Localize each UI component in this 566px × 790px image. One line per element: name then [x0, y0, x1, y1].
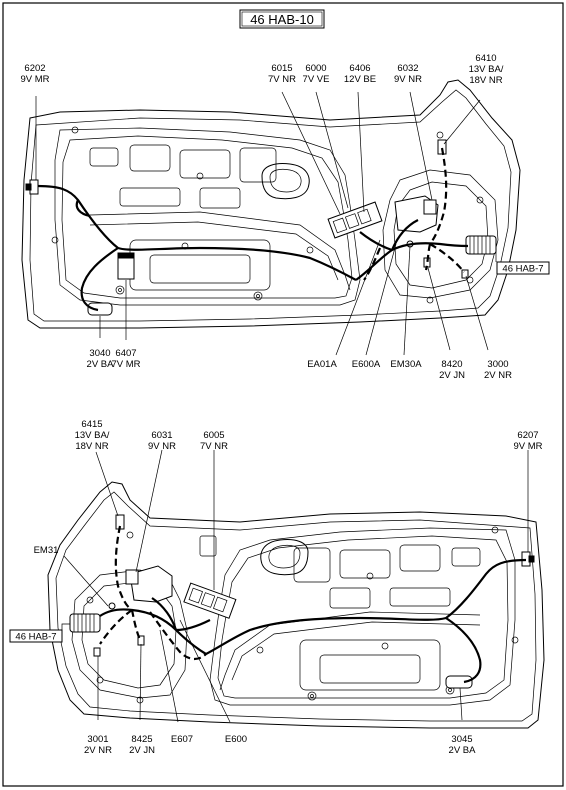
callout-6415-desc2: 18V NR	[75, 441, 108, 452]
label-e600a: E600A	[352, 359, 381, 370]
label-e607: E607	[171, 734, 193, 745]
label-em30a: EM30A	[390, 359, 422, 370]
callout-6406-desc: 12V BE	[344, 74, 376, 85]
callout-6031-desc: 9V NR	[148, 441, 176, 452]
callout-6015-desc: 7V NR	[268, 74, 296, 85]
callout-6415-code: 6415	[81, 419, 102, 430]
top-door-drawing	[21, 79, 521, 329]
bottom-harness	[99, 558, 527, 684]
callout-6032-code: 6032	[397, 63, 418, 74]
callout-6032-desc: 9V NR	[394, 74, 422, 85]
bottom-harness-hidden	[99, 525, 207, 661]
callout-8425-desc: 2V JN	[129, 745, 155, 756]
top-reference-box: 46 HAB-7	[495, 246, 550, 275]
diagram-title: 46 HAB-10	[250, 12, 314, 27]
bottom-grommet	[69, 613, 101, 633]
callout-6410-desc: 13V BA/	[469, 64, 504, 75]
callout-3001-desc: 2V NR	[84, 745, 112, 756]
bottom-leaders	[63, 449, 529, 723]
callout-6406-code: 6406	[349, 63, 370, 74]
callout-3001-code: 3001	[87, 734, 108, 745]
title-box: 46 HAB-10	[239, 9, 325, 29]
top-callouts: 6202 9V MR 6015 7V NR 6000 7V VE 6406 12…	[20, 53, 512, 381]
callout-6410-code: 6410	[475, 53, 496, 64]
callout-3000-desc: 2V NR	[484, 370, 512, 381]
callout-6207-code: 6207	[517, 430, 538, 441]
callout-6410-desc2: 18V NR	[469, 75, 502, 86]
callout-8420-code: 8420	[441, 359, 462, 370]
callout-6005-code: 6005	[203, 430, 224, 441]
top-leaders	[35, 91, 489, 356]
callout-3045-desc: 2V BA	[449, 745, 477, 756]
callout-3045-code: 3045	[451, 734, 472, 745]
callout-6000-code: 6000	[305, 63, 326, 74]
callout-8420-desc: 2V JN	[439, 370, 465, 381]
label-ea01a: EA01A	[307, 359, 337, 370]
callout-6005-desc: 7V NR	[200, 441, 228, 452]
callout-6407-desc: 7V MR	[111, 359, 140, 370]
callout-8425-code: 8425	[131, 734, 152, 745]
callout-3040-desc: 2V BA	[87, 359, 115, 370]
top-reference-label: 46 HAB-7	[502, 264, 543, 275]
bottom-reference-label: 46 HAB-7	[15, 632, 56, 643]
callout-3000-code: 3000	[487, 359, 508, 370]
callout-6202-desc: 9V MR	[20, 74, 49, 85]
bottom-callouts: 6415 13V BA/ 18V NR 6031 9V NR 6005 7V N…	[34, 419, 543, 756]
callout-3040-code: 3040	[89, 348, 110, 359]
label-em31: EM31	[34, 545, 59, 556]
callout-6407-code: 6407	[115, 348, 136, 359]
bottom-reference-box: 46 HAB-7	[9, 623, 70, 643]
callout-6031-code: 6031	[151, 430, 172, 441]
top-harness	[37, 184, 469, 312]
label-e600: E600	[225, 734, 247, 745]
callout-6202-code: 6202	[24, 63, 45, 74]
top-grommet	[465, 235, 497, 255]
callout-6015-code: 6015	[271, 63, 292, 74]
callout-6207-desc: 9V MR	[513, 441, 542, 452]
callout-6000-desc: 7V VE	[303, 74, 330, 85]
bottom-door-drawing	[47, 481, 545, 729]
callout-6415-desc: 13V BA/	[75, 430, 110, 441]
